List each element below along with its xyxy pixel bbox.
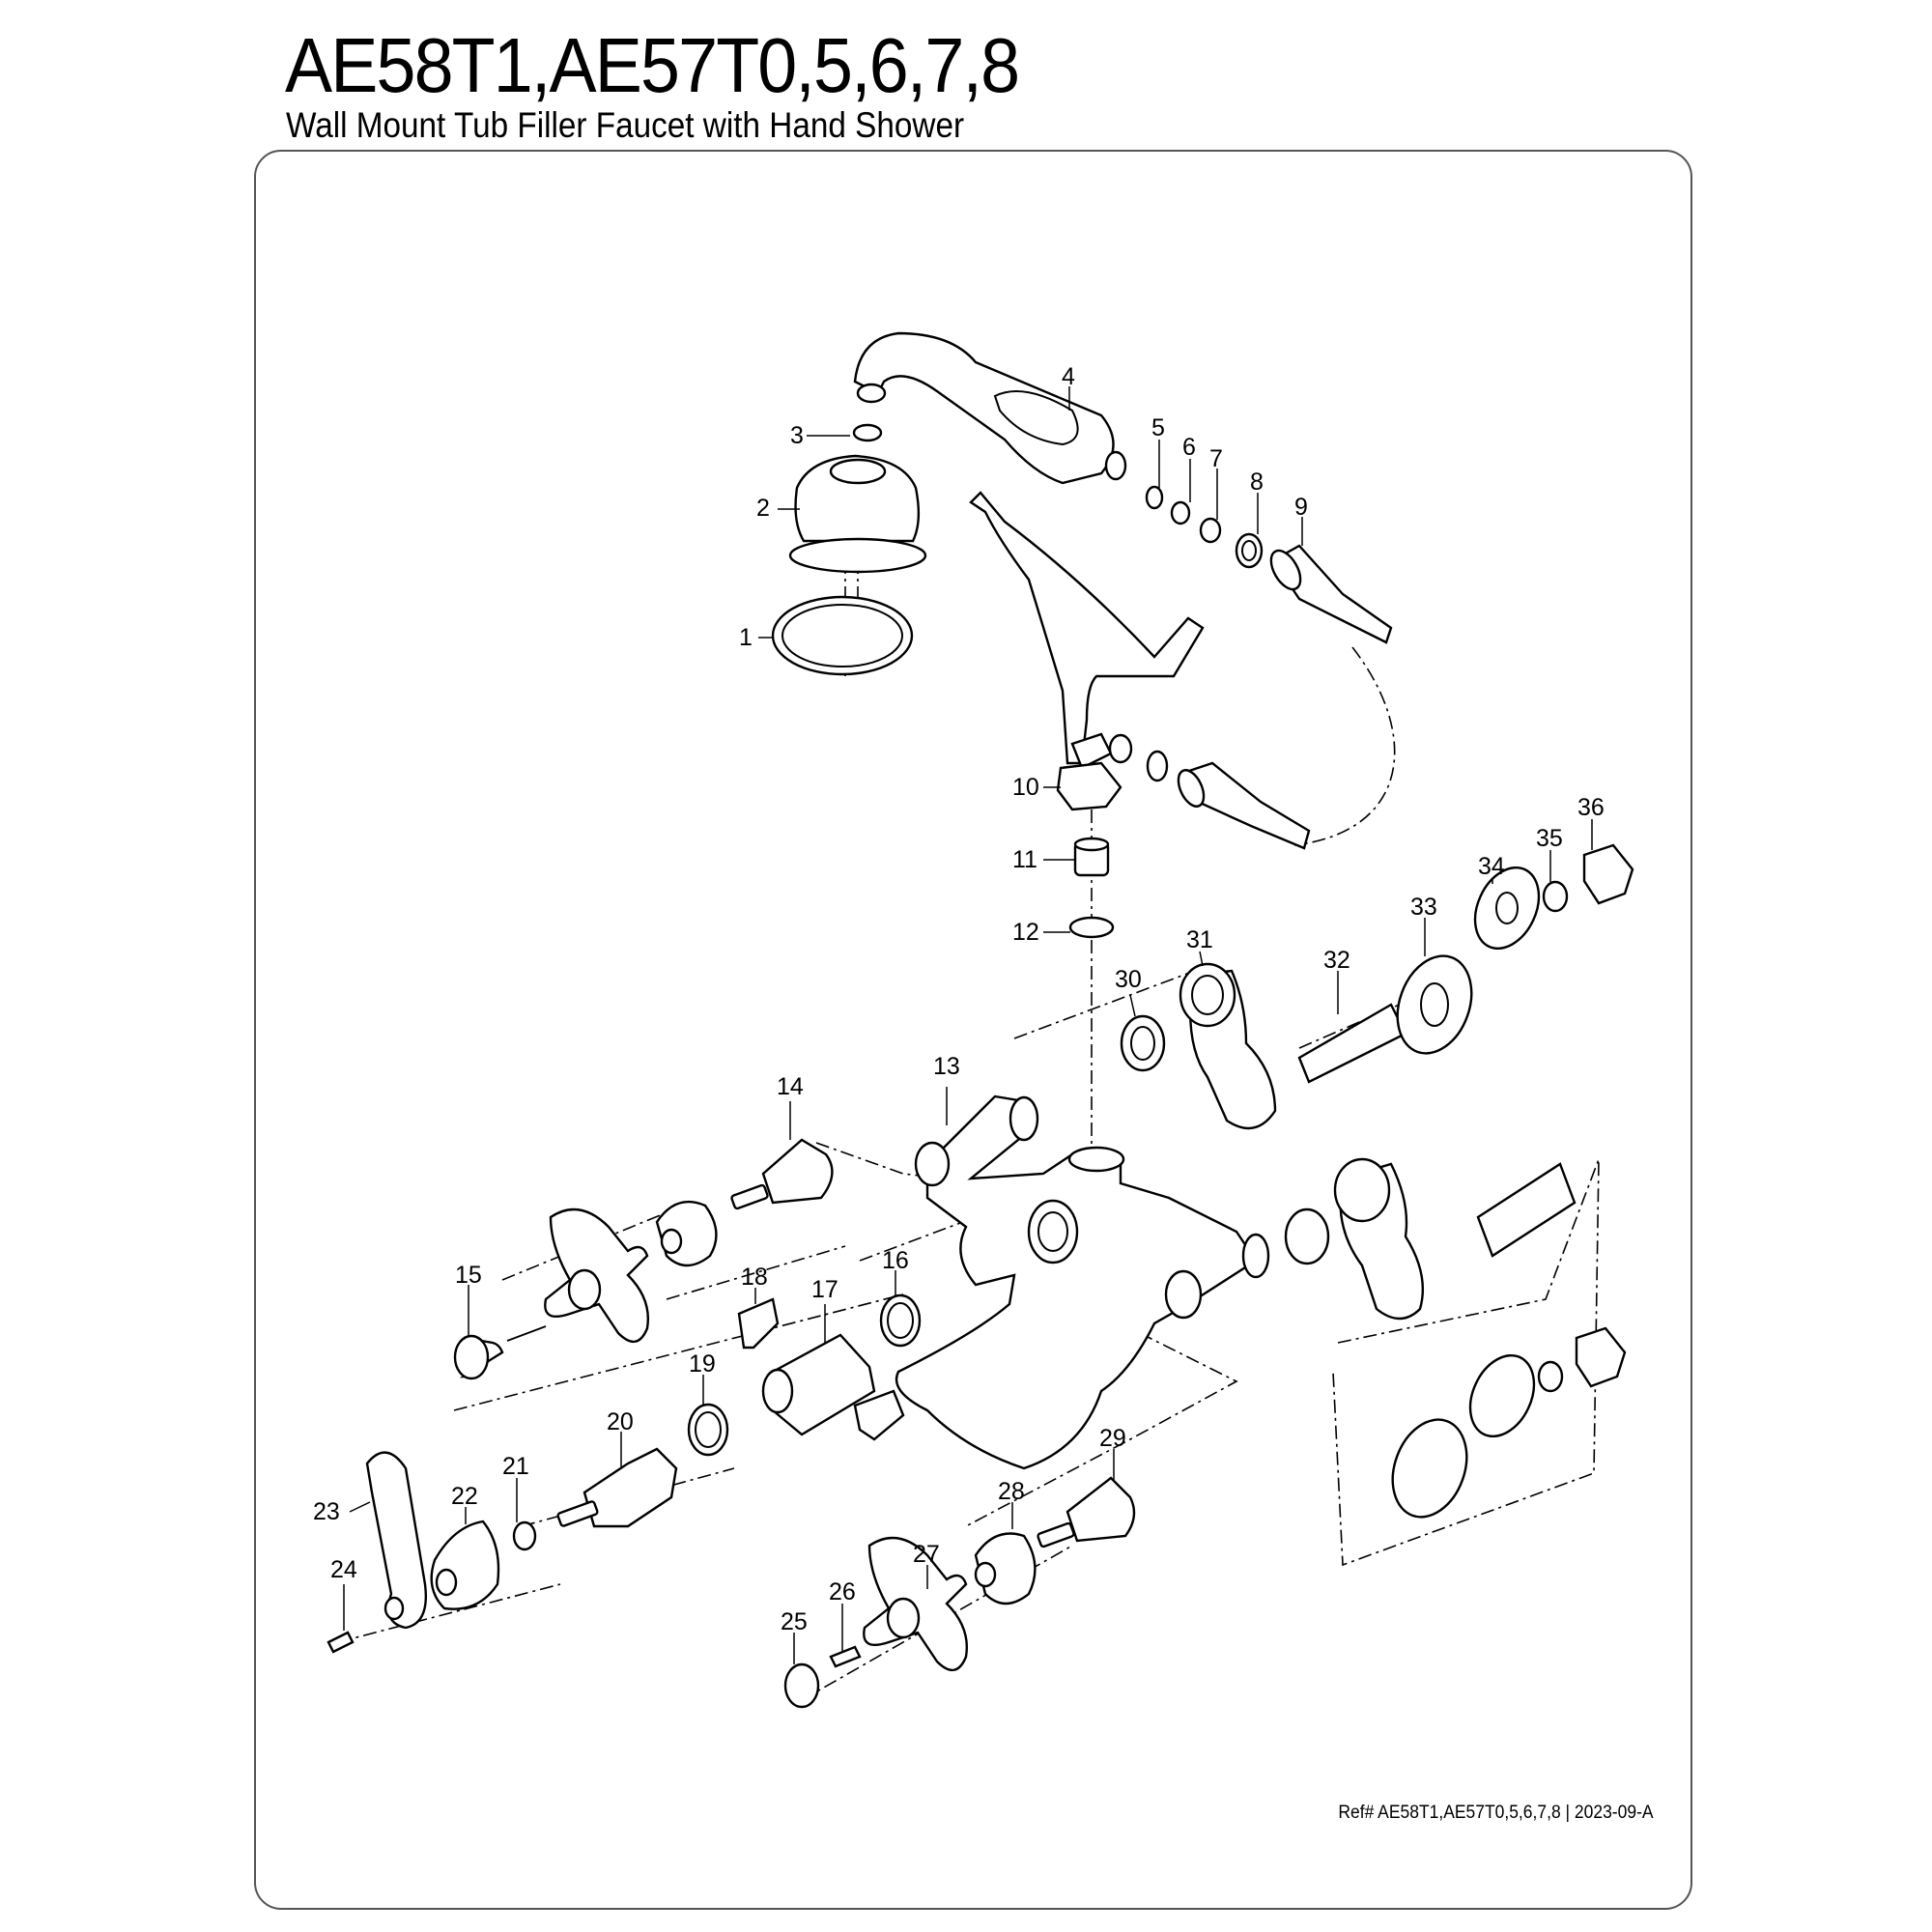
part-13-faucet-body [895,1094,1258,1470]
callout-11: 11 [1012,846,1037,873]
callout-32: 32 [1323,947,1350,974]
hand-shower-assembly [771,331,1393,676]
callout-1: 1 [739,624,753,651]
part-3-o-ring [852,423,883,442]
callout-12: 12 [1012,919,1039,946]
part-30-washer [1120,1014,1166,1072]
callout-8: 8 [1250,469,1264,496]
part-36-nut [1582,843,1634,905]
faucet-body [895,1094,1270,1470]
callout-26: 26 [829,1578,856,1605]
callout-23: 23 [313,1498,340,1525]
part-8-washer [1235,532,1264,569]
page-title: AE58T1,AE57T0,5,6,7,8 [285,22,1020,108]
part-6-washer [1170,500,1191,526]
callout-35: 35 [1536,825,1563,852]
part-33-flange [1396,954,1473,1055]
callout-10: 10 [1012,774,1039,801]
callout-30: 30 [1115,966,1142,993]
callout-4: 4 [1062,363,1075,390]
part-12-washer [1068,916,1115,939]
part-24-screw [327,1631,355,1654]
part-7-filter [1199,517,1222,544]
callout-22: 22 [451,1483,478,1510]
part-27-cross-handle [863,1536,968,1671]
callout-34: 34 [1478,853,1505,880]
callout-20: 20 [607,1408,634,1435]
callout-36: 36 [1577,794,1605,821]
part-18-clip [737,1297,780,1350]
callout-13: 13 [933,1053,960,1080]
cradle-assembly [969,491,1311,939]
part-32-nipple [1297,1003,1407,1084]
callout-2: 2 [756,495,770,522]
callout-33: 33 [1410,894,1437,921]
part-14-valve-stem [761,1138,834,1205]
part-1-washer-ring [771,595,914,676]
callout-6: 6 [1182,434,1196,461]
part-29-valve-stem [1065,1476,1136,1543]
callout-21: 21 [502,1453,529,1480]
part-26-screw [829,1645,862,1668]
left-valve-assembly [453,1138,834,1380]
part-2-shower-head [794,454,921,543]
callout-9: 9 [1294,494,1308,521]
callout-31: 31 [1186,926,1213,953]
part-28-bonnet [974,1532,1037,1605]
callout-27: 27 [913,1541,940,1568]
callout-15: 15 [455,1262,482,1289]
callout-17: 17 [811,1276,838,1303]
callout-29: 29 [1099,1425,1126,1452]
page-subtitle: Wall Mount Tub Filler Faucet with Hand S… [286,105,965,145]
callout-24: 24 [330,1556,357,1583]
part-21-washer [512,1520,537,1551]
part-25-index-cap [783,1662,820,1709]
diagram-frame [254,150,1692,1910]
leader-lines [343,386,1593,1664]
part-34-escutcheon [1473,866,1541,951]
callout-14: 14 [777,1073,804,1100]
callout-3: 3 [790,422,804,449]
reference-number: Ref# AE58T1,AE57T0,5,6,7,8 | 2023-09-A [1338,1803,1654,1823]
callout-18: 18 [741,1264,768,1291]
part-4-hand-shower-handle [853,331,1115,485]
part-35-cone-washer [1542,880,1569,913]
callout-numbers: 1 2 3 4 5 6 7 8 9 10 11 12 13 14 15 16 1… [313,363,1605,1635]
part-10-diverter-elbow [1056,761,1122,811]
part-5-connector [1145,485,1164,510]
part-22-bonnet [430,1520,500,1610]
hand-shower-cradle [969,491,1205,765]
part-9-hose-connector [1271,544,1393,644]
diverter-assembly [327,1293,922,1654]
right-valve-assembly [783,1476,1136,1709]
wall-mount-assembly [1120,843,1634,1519]
callout-28: 28 [998,1478,1025,1505]
callout-5: 5 [1151,414,1165,441]
callout-7: 7 [1209,445,1223,472]
callout-16: 16 [882,1247,909,1274]
callout-25: 25 [781,1608,808,1635]
part-20-diverter-stem [582,1447,678,1528]
callout-19: 19 [689,1350,716,1378]
cross-handle-left [544,1208,649,1343]
